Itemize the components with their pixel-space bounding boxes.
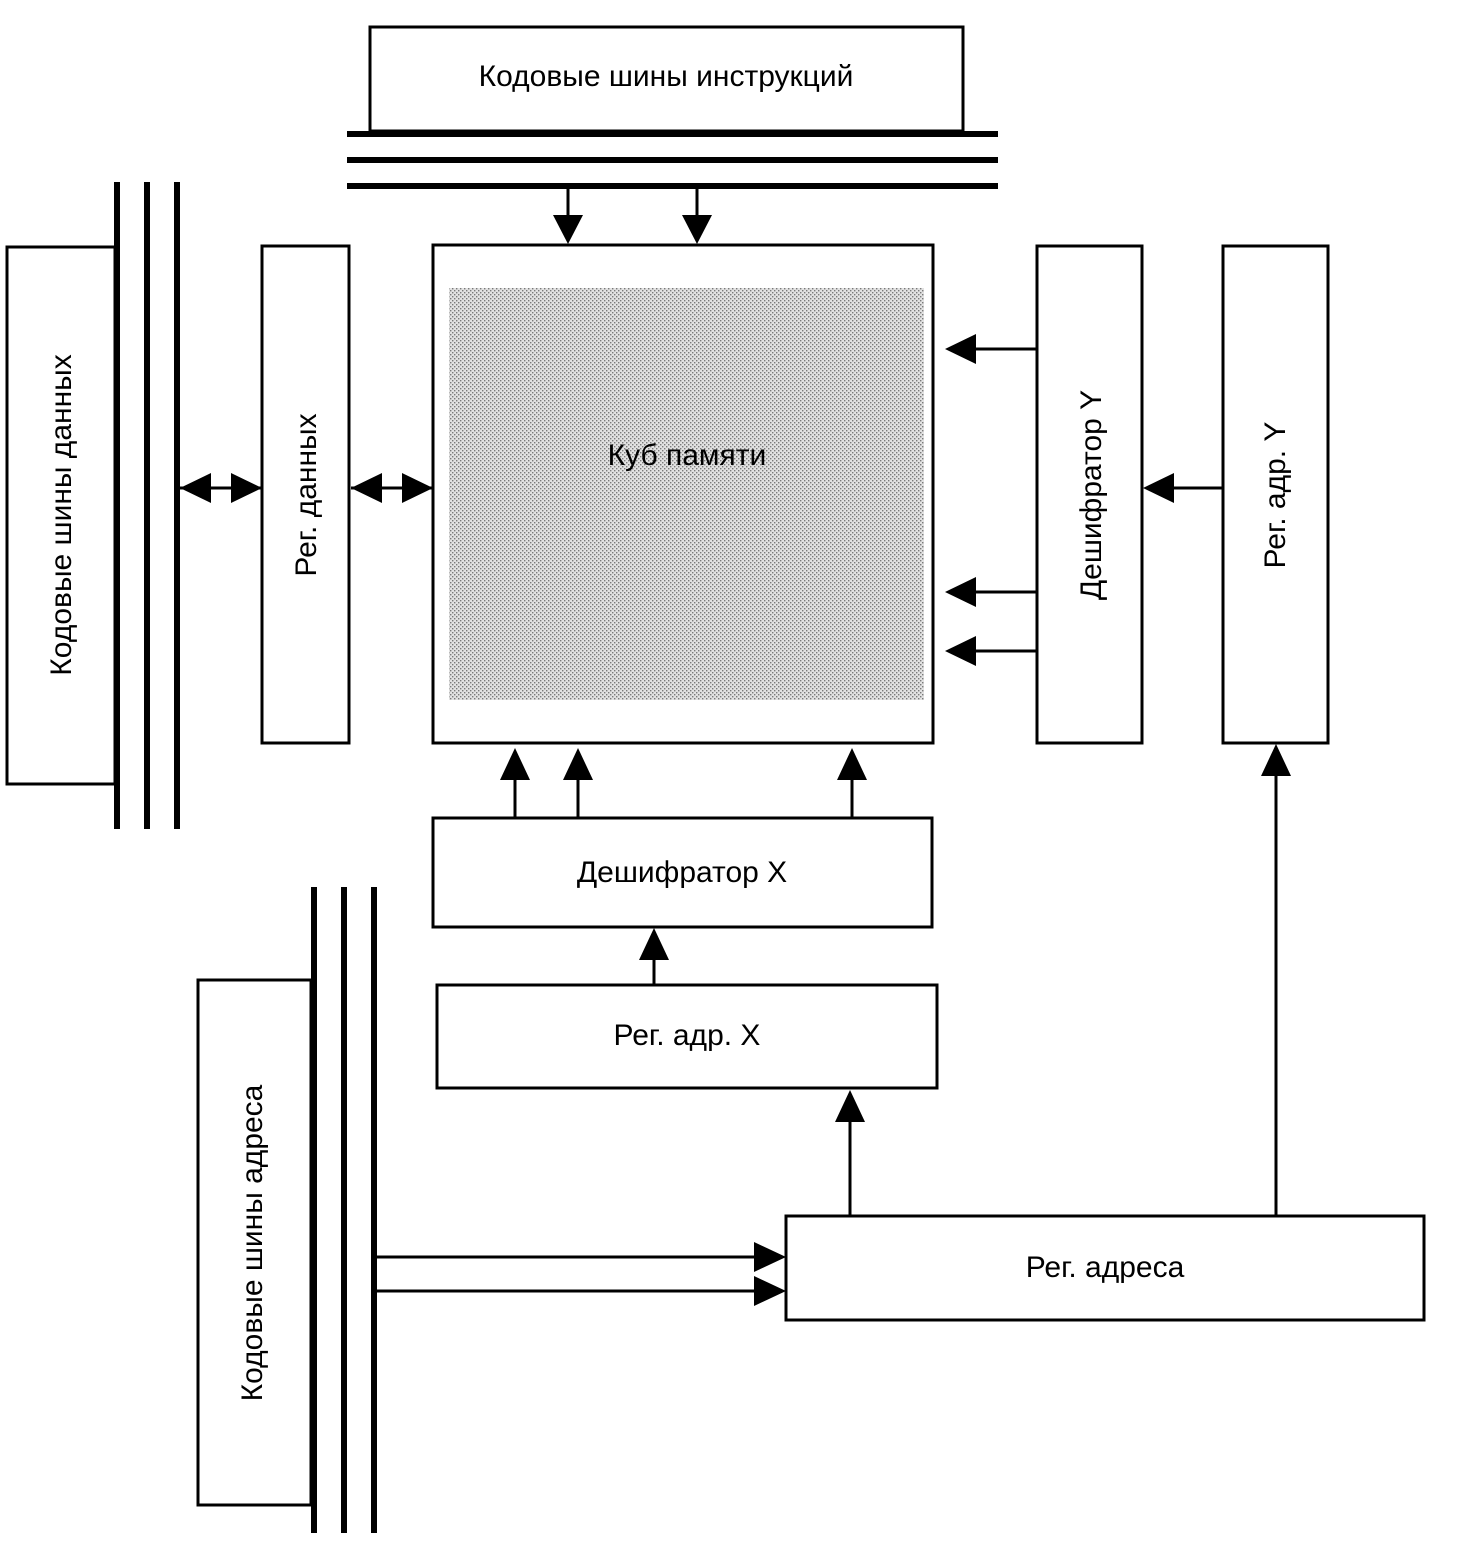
- address-bus-arrow-1-head: [754, 1242, 786, 1272]
- addr-reg-to-y-arrow-head: [1261, 744, 1291, 776]
- addr-register-y-label: Рег. адр. Y: [1259, 422, 1292, 569]
- data-bus-label: Кодовые шины данных: [45, 354, 78, 675]
- data-bus-to-register-arrow: [180, 473, 262, 503]
- addr-register-y: Рег. адр. Y: [1221, 244, 1330, 745]
- decoder-y-arrow-1-head: [945, 334, 976, 364]
- data-register-box: [260, 244, 351, 745]
- instruction-arrows: [553, 186, 712, 244]
- addr-y-to-decoder-arrow: [1143, 473, 1223, 503]
- addr-register-x-box: [435, 983, 939, 1090]
- address-register: Рег. адреса: [784, 1214, 1426, 1322]
- memory-cube: Куб памяти: [431, 243, 935, 745]
- decoder-y-arrow-3-head: [945, 636, 976, 666]
- address-bus: Кодовые шины адреса: [196, 887, 377, 1533]
- decoder-y-label: Дешифратор Y: [1075, 390, 1108, 600]
- instruction-bus: Кодовые шины инструкций: [347, 25, 998, 189]
- register-memory-arrow-head-left: [351, 473, 382, 503]
- decoder-x-arrow-2-head: [563, 748, 593, 780]
- addr-register-x: Рег. адр. X: [435, 983, 939, 1090]
- memory-cube-array: [449, 288, 924, 700]
- decoder-x-arrows: [500, 748, 867, 818]
- register-to-memory-arrow: [351, 473, 433, 503]
- data-bus-arrow-head-left: [180, 473, 211, 503]
- data-bus-arrow-head-right: [231, 473, 262, 503]
- decoder-y-box: [1035, 244, 1144, 745]
- data-register-label: Рег. данных: [290, 413, 323, 576]
- decoder-x-box: [431, 816, 934, 929]
- decoder-x-arrow-1-head: [500, 748, 530, 780]
- address-bus-box: [196, 978, 313, 1507]
- addr-x-to-decoder-arrow: [639, 928, 669, 985]
- data-bus-box: [5, 245, 117, 786]
- decoder-y: Дешифратор Y: [1035, 244, 1144, 745]
- addr-register-x-label: Рег. адр. X: [614, 1019, 761, 1052]
- instruction-bus-box: [368, 25, 965, 133]
- address-bus-arrows: [376, 1242, 786, 1306]
- instruction-arrow-1-head: [553, 215, 583, 244]
- instruction-bus-label: Кодовые шины инструкций: [479, 60, 854, 93]
- address-bus-arrow-2-head: [754, 1276, 786, 1306]
- decoder-x: Дешифратор X: [431, 816, 934, 929]
- decoder-x-label: Дешифратор X: [577, 856, 787, 889]
- decoder-y-arrow-2-head: [945, 577, 976, 607]
- memory-cube-label: Куб памяти: [608, 439, 767, 472]
- decoder-x-arrow-3-head: [837, 748, 867, 780]
- data-bus: Кодовые шины данных: [5, 182, 180, 829]
- address-bus-label: Кодовые шины адреса: [236, 1084, 269, 1401]
- register-memory-arrow-head-right: [402, 473, 433, 503]
- instruction-arrow-2-head: [682, 215, 712, 244]
- addr-y-decoder-arrow-head: [1143, 473, 1174, 503]
- decoder-y-arrows: [945, 334, 1037, 666]
- addr-register-y-box: [1221, 244, 1330, 745]
- addr-x-decoder-arrow-head: [639, 928, 669, 960]
- addr-reg-to-x-arrow-head: [835, 1090, 865, 1122]
- address-register-label: Рег. адреса: [1026, 1251, 1185, 1284]
- addr-reg-to-addr-x-arrow: [835, 1090, 865, 1216]
- address-register-box: [784, 1214, 1426, 1322]
- addr-reg-to-addr-y-arrow: [1261, 744, 1291, 1216]
- data-register: Рег. данных: [260, 244, 351, 745]
